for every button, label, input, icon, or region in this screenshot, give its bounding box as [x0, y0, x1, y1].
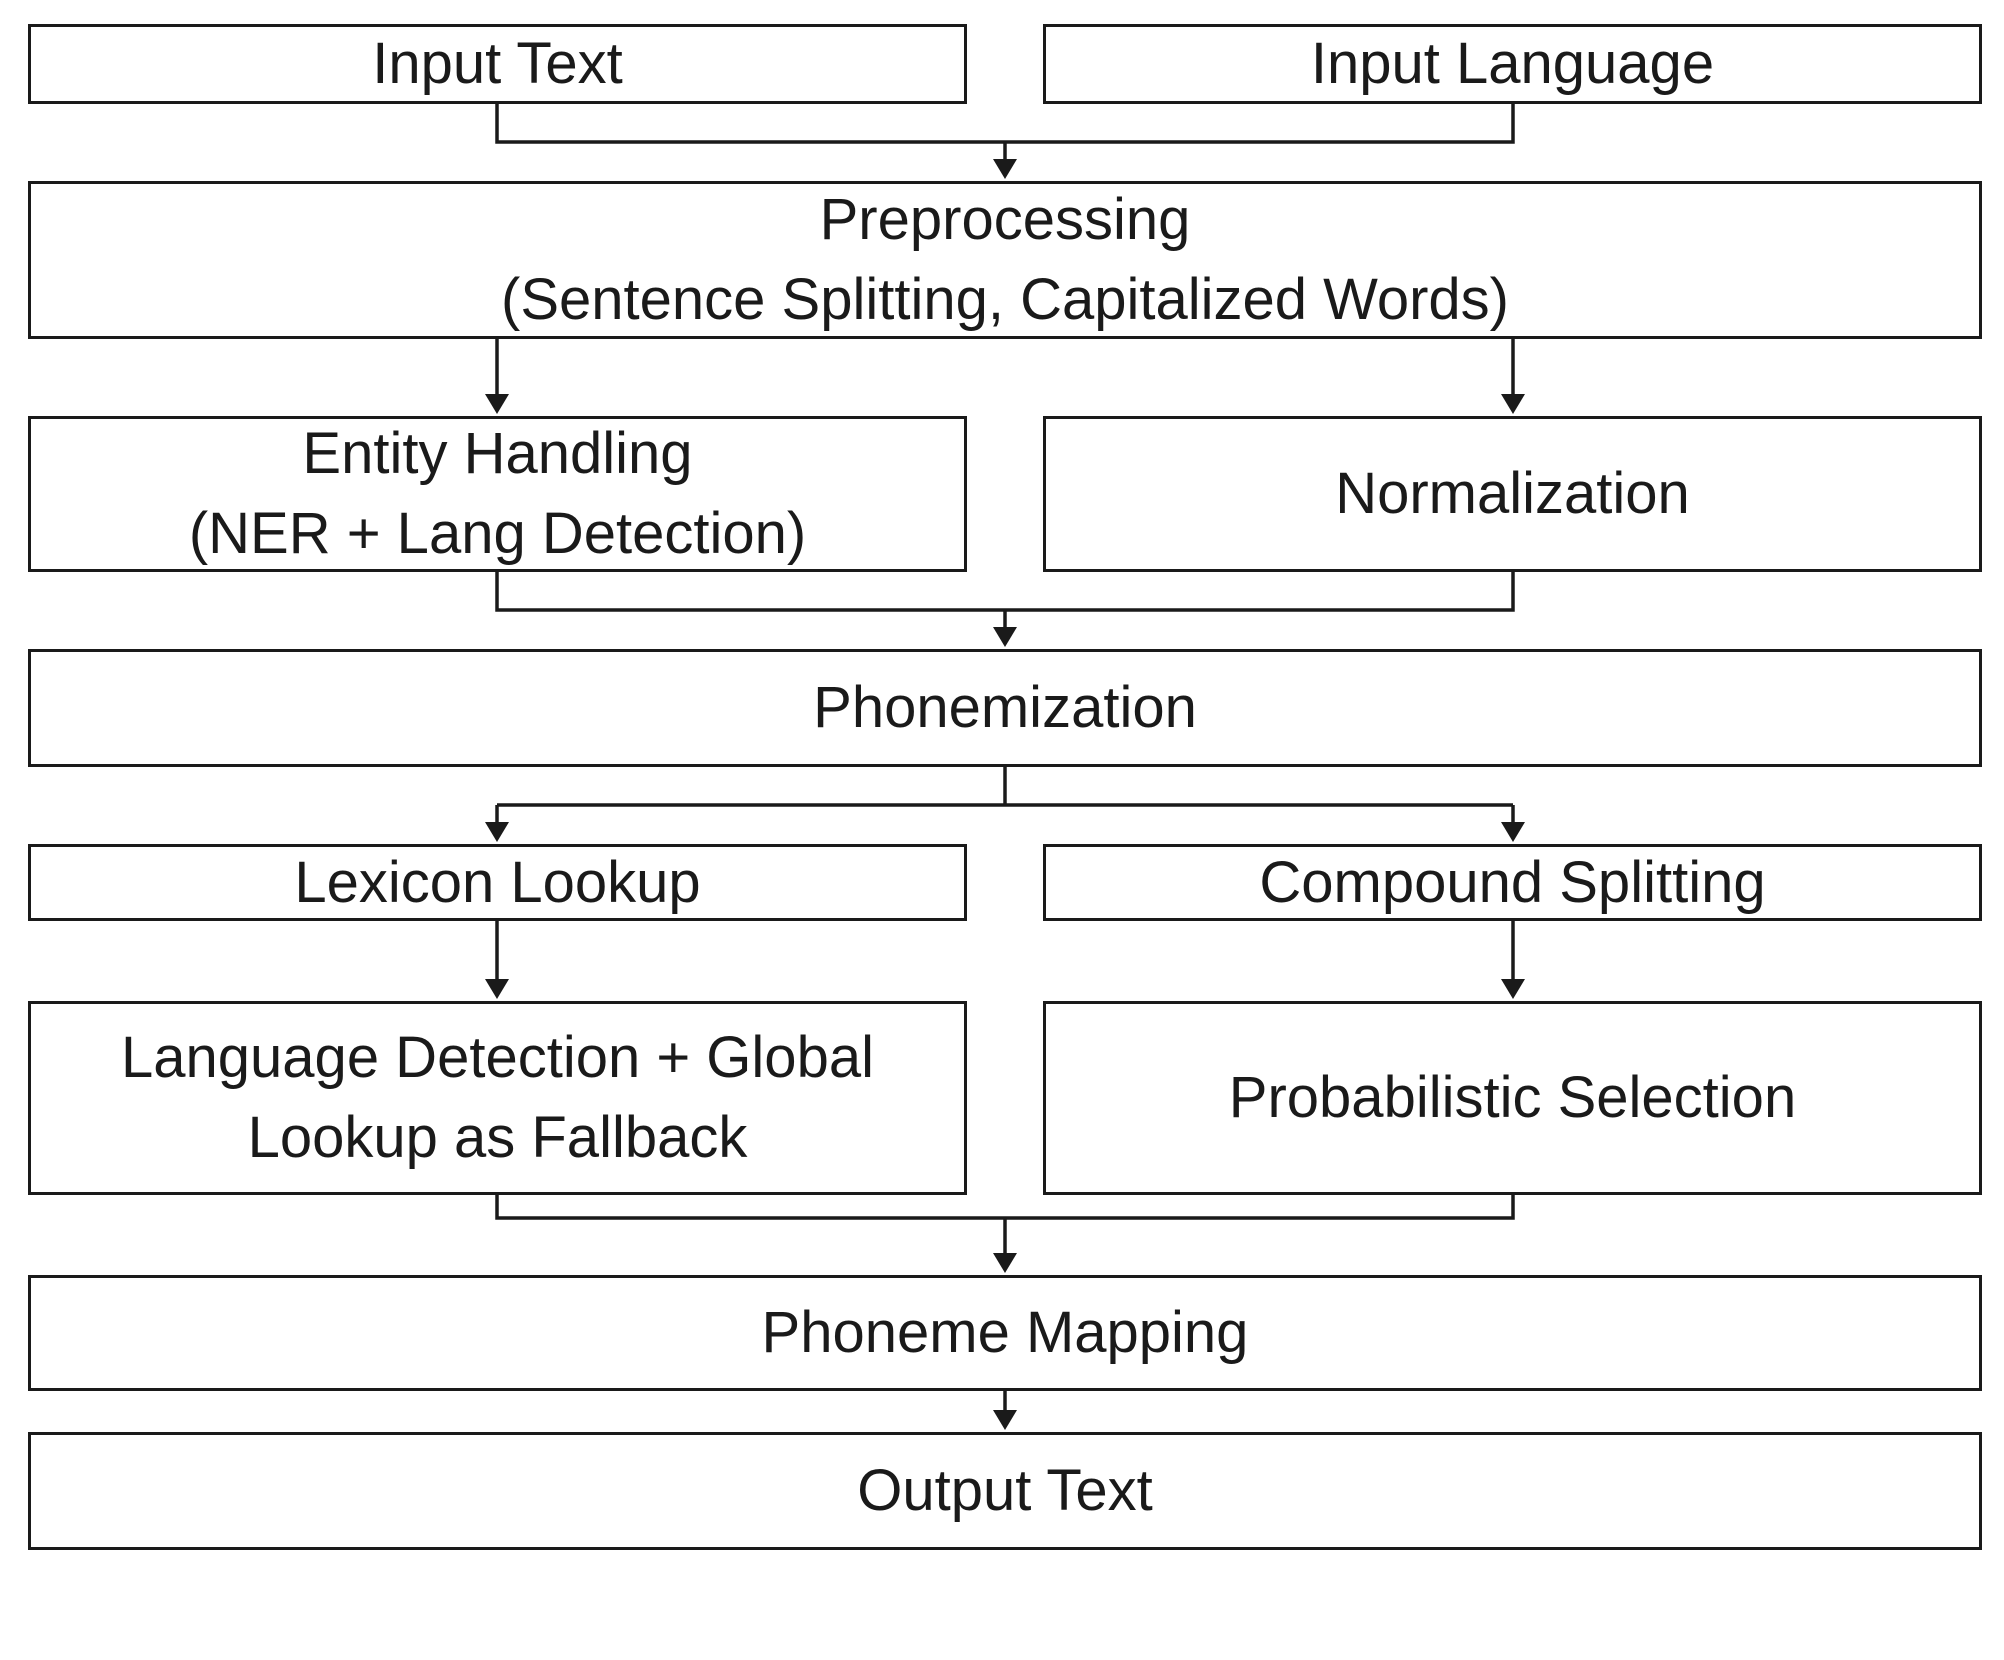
lexicon-lookup-box: Lexicon Lookup — [28, 844, 967, 921]
probabilistic-selection-label: Probabilistic Selection — [1228, 1065, 1797, 1130]
arrowhead-output-text — [993, 1410, 1017, 1430]
language-detection-fallback-label: Language Detection + Global Lookup as Fa… — [121, 1025, 874, 1170]
entity-handling-label: Entity Handling (NER + Lang Detection) — [188, 421, 807, 566]
phoneme-mapping-box: Phoneme Mapping — [28, 1275, 1982, 1391]
lexicon-lookup-label: Lexicon Lookup — [294, 849, 701, 915]
arrowhead-probabilistic-selection — [1501, 979, 1525, 999]
arrowhead-phonemization — [993, 627, 1017, 647]
phonemization-box: Phonemization — [28, 649, 1982, 767]
preprocessing-box: Preprocessing (Sentence Splitting, Capit… — [28, 181, 1982, 339]
arrowhead-compound-splitting — [1501, 822, 1525, 842]
compound-splitting-label: Compound Splitting — [1259, 849, 1766, 915]
phonemization-label: Phonemization — [813, 675, 1197, 740]
preprocessing-label: Preprocessing (Sentence Splitting, Capit… — [501, 187, 1509, 332]
connector-mid-merge — [495, 571, 1515, 612]
input-language-label: Input Language — [1310, 31, 1715, 96]
input-text-box: Input Text — [28, 24, 967, 104]
phoneme-mapping-label: Phoneme Mapping — [761, 1300, 1249, 1365]
input-text-label: Input Text — [372, 31, 623, 96]
compound-splitting-box: Compound Splitting — [1043, 844, 1982, 921]
arrowhead-entity-handling — [485, 394, 509, 414]
output-text-box: Output Text — [28, 1432, 1982, 1550]
language-detection-fallback-box: Language Detection + Global Lookup as Fa… — [28, 1001, 967, 1195]
arrowhead-preprocessing — [993, 159, 1017, 179]
connector-lower-merge — [495, 1194, 1515, 1220]
arrowhead-lexicon-lookup — [485, 822, 509, 842]
connector-inputs-merge — [495, 103, 1515, 144]
normalization-label: Normalization — [1335, 461, 1690, 526]
output-text-label: Output Text — [857, 1458, 1153, 1523]
arrowhead-phoneme-mapping — [993, 1253, 1017, 1273]
probabilistic-selection-box: Probabilistic Selection — [1043, 1001, 1982, 1195]
input-language-box: Input Language — [1043, 24, 1982, 104]
arrowhead-normalization — [1501, 394, 1525, 414]
entity-handling-box: Entity Handling (NER + Lang Detection) — [28, 416, 967, 572]
arrowhead-language-detection — [485, 979, 509, 999]
normalization-box: Normalization — [1043, 416, 1982, 572]
